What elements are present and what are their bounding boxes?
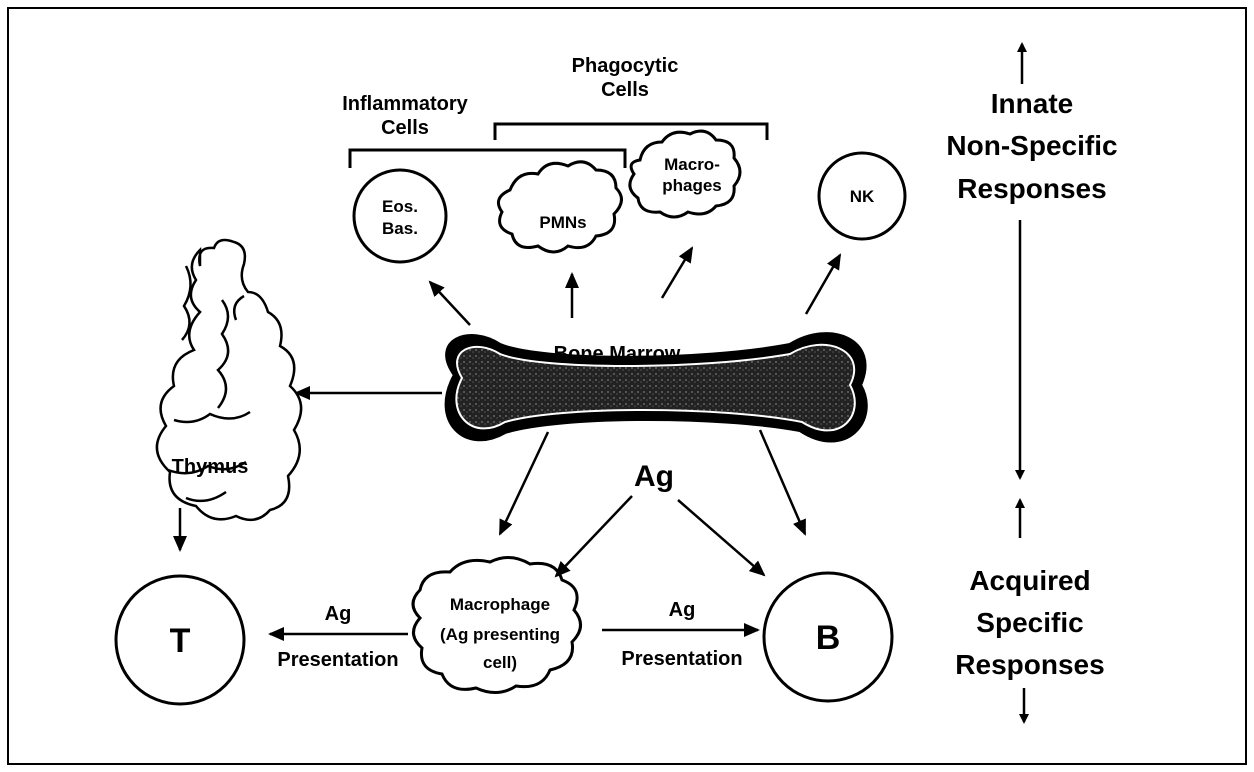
innate-label-3: Responses	[957, 173, 1106, 204]
thymus-organ	[155, 238, 303, 522]
inflammatory-label-1: Inflammatory	[342, 93, 468, 115]
arrow-to-macrophages	[660, 246, 694, 299]
thymus-label: Thymus	[172, 456, 249, 478]
b-cell-label: B	[816, 619, 841, 657]
presentation-right-label: Presentation	[621, 648, 742, 670]
macrophages-cell	[628, 129, 742, 219]
arrow-to-nk	[804, 253, 842, 315]
b-cell	[762, 571, 894, 703]
inflammatory-bracket	[348, 148, 627, 168]
innate-label-1: Innate	[991, 88, 1073, 119]
macrophages-label-1: Macro-	[664, 155, 720, 174]
inflammatory-label-2: Cells	[381, 117, 429, 139]
t-cell	[114, 574, 246, 706]
bas-label: Bas.	[382, 219, 418, 238]
bone-marrow	[444, 332, 868, 443]
pmns-label: PMNs	[539, 213, 586, 232]
nk-cell	[817, 151, 907, 241]
macrophage-label-2: (Ag presenting	[440, 625, 560, 644]
eos-label: Eos.	[382, 197, 418, 216]
ag-right-label: Ag	[669, 599, 696, 621]
phagocytic-label-1: Phagocytic	[572, 55, 679, 77]
arrow-ag-to-b	[677, 499, 766, 577]
t-cell-label: T	[170, 622, 191, 660]
ag-left-label: Ag	[325, 603, 352, 625]
acquired-label-3: Responses	[955, 649, 1104, 680]
nk-label: NK	[850, 187, 875, 206]
macrophage-apc-cell	[411, 556, 582, 694]
pmns-cell	[496, 160, 623, 254]
acquired-label-2: Specific	[976, 607, 1083, 638]
acquired-label-1: Acquired	[969, 565, 1090, 596]
macrophage-label-3: cell)	[483, 653, 517, 672]
bone-marrow-label: Bone Marrow	[554, 343, 681, 365]
arrow-to-eos-bas	[428, 280, 471, 326]
macrophage-label-1: Macrophage	[450, 595, 550, 614]
phagocytic-bracket	[493, 122, 769, 140]
arrow-marrow-to-macrophage	[498, 431, 550, 536]
arrow-ag-to-macrophage	[554, 495, 633, 578]
page-border	[7, 7, 1247, 765]
arrow-marrow-to-b	[758, 429, 807, 536]
phagocytic-label-2: Cells	[601, 79, 649, 101]
ag-center-label: Ag	[634, 460, 674, 493]
presentation-left-label: Presentation	[277, 649, 398, 671]
macrophages-label-2: phages	[662, 176, 722, 195]
innate-label-2: Non-Specific	[946, 130, 1117, 161]
eos-bas-cell	[352, 168, 448, 264]
